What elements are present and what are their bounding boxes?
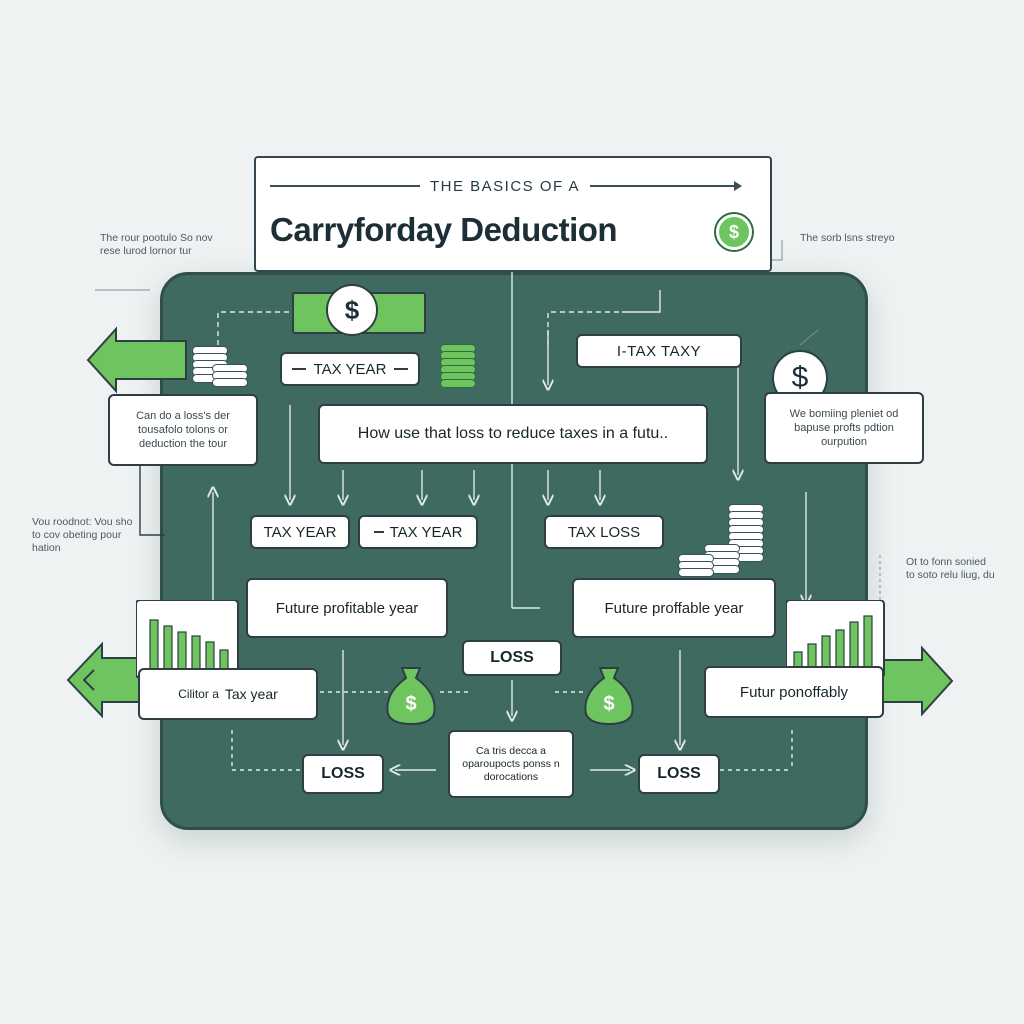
tax-year-top-left-box: TAX YEAR xyxy=(280,352,420,386)
note-mid-left: Vou roodnot: Vou sho to cov obeting pour… xyxy=(32,516,133,554)
dollar-coin-icon: $ xyxy=(716,214,752,250)
tax-year-mid-box-2: TAX YEAR xyxy=(358,515,478,549)
center-question-box: How use that loss to reduce taxes in a f… xyxy=(318,404,708,464)
coin-stack-icon xyxy=(212,364,248,387)
future-year-left-box: Future profitable year xyxy=(246,578,448,638)
box-label: TAX YEAR xyxy=(389,523,463,541)
green-arrow-left-icon xyxy=(86,326,187,394)
tax-year-mid-box-1: TAX YEAR xyxy=(250,515,350,549)
box-label: TAX YEAR xyxy=(313,360,387,378)
dollar-coin-icon: $ xyxy=(328,286,376,334)
money-bag-icon: $ xyxy=(386,667,436,726)
box-prefix: Cilitor a xyxy=(178,687,219,701)
coin-stack-icon xyxy=(704,544,740,574)
future-year-right-box: Future proffable year xyxy=(572,578,776,638)
tax-loss-mid-box: TAX LOSS xyxy=(544,515,664,549)
bar-chart-icon xyxy=(786,600,885,679)
tax-taxy-top-right-box: I-TAX TAXY xyxy=(576,334,742,368)
coin-stack-icon xyxy=(678,554,714,577)
box-label: I-TAX TAXY xyxy=(616,342,702,360)
loss-center-box: LOSS xyxy=(462,640,562,676)
dollar-sign: $ xyxy=(405,693,416,715)
tax-year-bottom-left-box: Cilitor a Tax year xyxy=(138,668,318,720)
title-card xyxy=(254,156,772,272)
coin-stack-icon xyxy=(192,346,228,383)
coin-stack-icon xyxy=(728,504,764,562)
loss-bottom-left-box: LOSS xyxy=(302,754,384,794)
note-top-left: The rour pootulo So nov rese lurod lorno… xyxy=(100,232,213,257)
center-bottom-note-box: Ca tris decca a oparoupocts ponss n doro… xyxy=(448,730,574,798)
loss-bottom-right-box: LOSS xyxy=(638,754,720,794)
left-side-card: Can do a loss's der tousafolo tolons or … xyxy=(108,394,258,466)
future-bottom-right-box: Futur ponoffably xyxy=(704,666,884,718)
right-side-card: We bomiing pleniet od bapuse profts pdti… xyxy=(764,392,924,464)
title-kicker: THE BASICS OF A xyxy=(270,176,742,196)
kicker-text: THE BASICS OF A xyxy=(429,177,581,195)
page-title: Carryforday Deduction xyxy=(270,211,618,248)
note-top-right: The sorb lsns streyo xyxy=(800,232,895,244)
dollar-sign: $ xyxy=(603,693,614,715)
green-coin-stack-icon xyxy=(440,344,476,388)
box-label: Tax year xyxy=(224,686,278,702)
money-bag-icon: $ xyxy=(584,667,634,726)
note-mid-right: Ot to fonn sonied to soto relu liug, du xyxy=(906,556,995,581)
